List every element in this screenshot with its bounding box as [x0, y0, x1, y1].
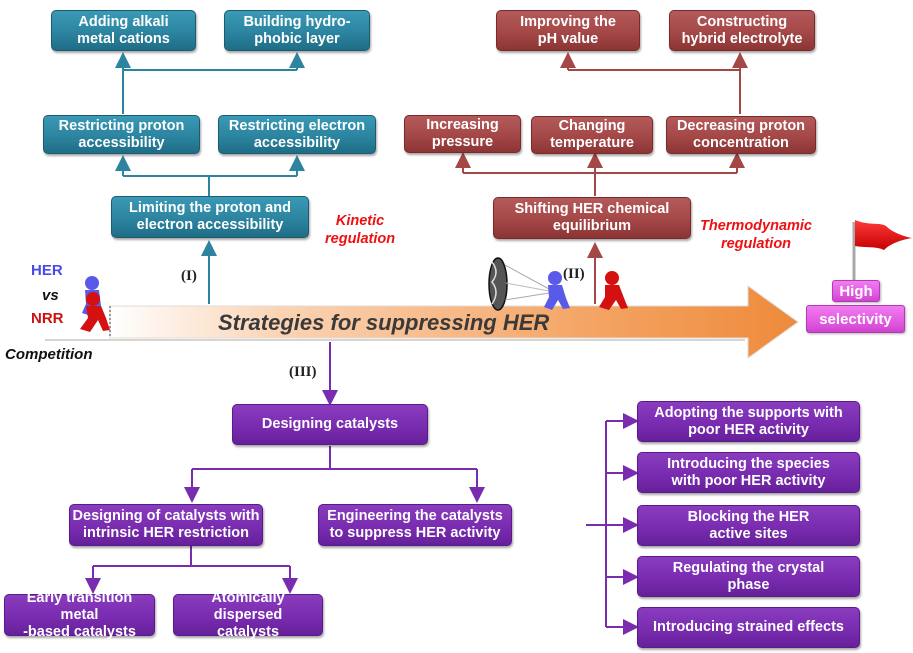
thermo-root-box[interactable]: Shifting HER chemical equilibrium	[493, 197, 691, 239]
kinetic-hydrophobic-box[interactable]: Building hydro- phobic layer	[224, 10, 370, 51]
supports-poor-her-box[interactable]: Adopting the supports with poor HER acti…	[637, 401, 860, 442]
early-transition-metal-box[interactable]: Early transition metal -based catalysts	[4, 590, 155, 640]
parachute-icon	[488, 257, 550, 311]
kinetic-electron-box[interactable]: Restricting electron accessibility	[218, 115, 376, 154]
main-arrow	[45, 285, 799, 359]
engineering-catalysts-box[interactable]: Engineering the catalysts to suppress HE…	[318, 504, 512, 546]
kinetic-regulation-annotation: Kinetic regulation	[325, 213, 396, 247]
kinetic-alkali-box[interactable]: Adding alkali metal cations	[51, 10, 196, 51]
her-label: HER	[31, 262, 63, 279]
kinetic-connectors	[115, 52, 305, 304]
competition-caption: Competition	[5, 346, 93, 363]
branch-label-i: (I)	[181, 268, 197, 284]
thermodynamic-connectors	[455, 52, 748, 304]
nrr-runner-left-icon	[80, 292, 110, 332]
intrinsic-restriction-box[interactable]: Designing of catalysts with intrinsic HE…	[69, 504, 263, 546]
selectivity-label: selectivity	[806, 305, 905, 333]
branch-label-ii: (II)	[563, 266, 585, 282]
species-poor-her-box[interactable]: Introducing the species with poor HER ac…	[637, 452, 860, 493]
thermodynamic-regulation-annotation: Thermodynamic regulation	[700, 218, 812, 252]
thermo-ph-box[interactable]: Improving the pH value	[496, 10, 640, 51]
designing-catalysts-box[interactable]: Designing catalysts	[232, 404, 428, 445]
nrr-label: NRR	[31, 310, 64, 327]
catalyst-connectors	[85, 342, 639, 635]
thermo-pressure-box[interactable]: Increasing pressure	[404, 115, 521, 153]
branch-label-iii: (III)	[289, 364, 317, 380]
blocking-active-sites-box[interactable]: Blocking the HER active sites	[637, 505, 860, 546]
high-label: High	[832, 280, 880, 302]
crystal-phase-box[interactable]: Regulating the crystal phase	[637, 556, 860, 597]
atomically-dispersed-box[interactable]: Atomically dispersed catalysts	[173, 590, 323, 640]
strained-effects-box[interactable]: Introducing strained effects	[637, 607, 860, 648]
thermo-temperature-box[interactable]: Changing temperature	[531, 116, 653, 154]
her-runner-right-icon	[544, 271, 570, 310]
vs-label: vs	[42, 287, 59, 304]
flag-icon	[852, 220, 912, 280]
thermo-hybrid-electrolyte-box[interactable]: Constructing hybrid electrolyte	[669, 10, 815, 51]
kinetic-proton-box[interactable]: Restricting proton accessibility	[43, 115, 200, 154]
thermo-proton-concentration-box[interactable]: Decreasing proton concentration	[666, 116, 816, 154]
kinetic-root-box[interactable]: Limiting the proton and electron accessi…	[111, 196, 309, 238]
main-arrow-label: Strategies for suppressing HER	[218, 310, 550, 335]
nrr-runner-right-icon	[599, 271, 628, 310]
